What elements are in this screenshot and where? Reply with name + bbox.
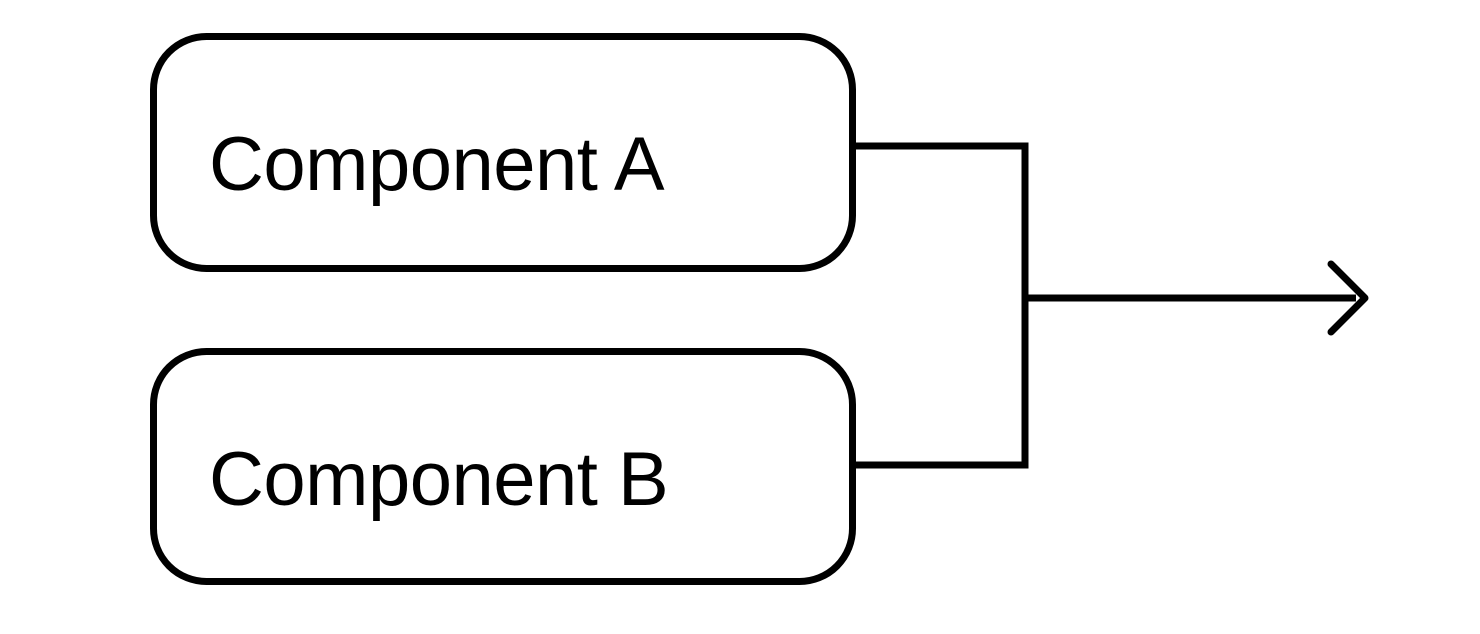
component-a-box[interactable] [150,33,856,272]
arrowhead-icon [1327,260,1369,336]
node-component-b[interactable]: Component B [150,348,856,585]
component-a-label: Component A [209,122,665,207]
component-b-label: Component B [209,437,668,522]
node-component-a[interactable]: Component A [150,33,856,272]
